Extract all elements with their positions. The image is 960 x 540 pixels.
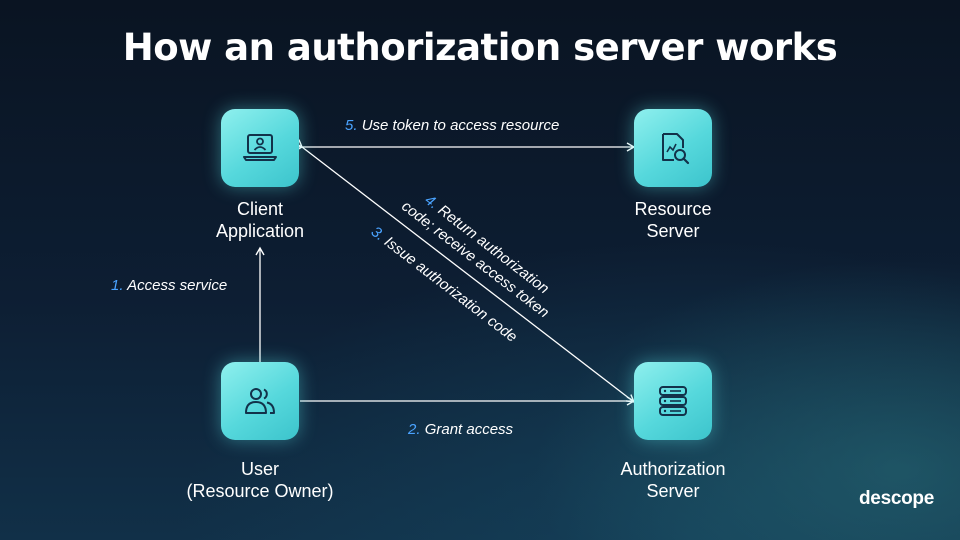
auth-label-line2: Server <box>646 481 700 501</box>
authorization-server-node <box>634 362 712 440</box>
client-application-label: Client Application <box>150 198 370 242</box>
step-1-number: 1. <box>111 277 124 294</box>
user-label-line2: (Resource Owner) <box>186 481 334 501</box>
user-node <box>221 362 299 440</box>
client-application-node <box>221 109 299 187</box>
user-label-line1: User <box>240 459 279 479</box>
user-label: User (Resource Owner) <box>150 458 370 502</box>
users-icon <box>245 388 275 414</box>
client-label-line1: Client <box>236 199 284 219</box>
descope-logo: descope <box>859 488 934 509</box>
resource-server-node <box>634 109 712 187</box>
auth-label-line1: Authorization <box>620 459 726 479</box>
server-icon <box>659 386 687 416</box>
step-1-text: Access service <box>127 277 228 294</box>
step-2-label: 2. Grant access <box>408 421 513 438</box>
step-5-text: Use token to access resource <box>361 117 560 134</box>
resource-server-label: Resource Server <box>563 198 783 242</box>
document-search-icon <box>662 133 690 165</box>
arrow-issue-return-code <box>293 139 636 403</box>
authorization-server-label: Authorization Server <box>563 458 783 502</box>
resource-label-line1: Resource <box>634 199 712 219</box>
step-2-text: Grant access <box>424 421 514 438</box>
step-2-number: 2. <box>408 421 421 438</box>
step-5-label: 5. Use token to access resource <box>345 117 559 134</box>
laptop-user-icon <box>243 134 277 161</box>
client-label-line2: Application <box>215 221 305 241</box>
step-5-number: 5. <box>345 117 358 134</box>
resource-label-line2: Server <box>646 221 700 241</box>
step-1-label: 1. Access service <box>111 277 227 294</box>
page-title: How an authorization server works <box>122 26 838 69</box>
